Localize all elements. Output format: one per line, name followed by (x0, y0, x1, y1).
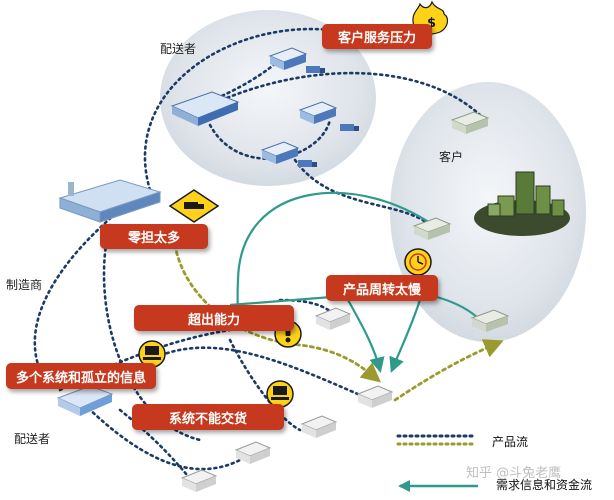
warehouse-icon (170, 91, 240, 126)
product-flow-olive-line (173, 243, 382, 383)
computer-icon (138, 340, 166, 368)
product-flow-line (143, 27, 332, 192)
truck-icon (340, 124, 359, 131)
product-flow-line (198, 71, 482, 117)
product-flow-line (33, 208, 122, 372)
product-flow-line (78, 398, 242, 471)
callout-system-cannot-deliver: 系统不能交货 (132, 404, 284, 430)
customer-city-icon (474, 171, 570, 236)
product-flow-line (293, 158, 432, 227)
callout-isolated-systems: 多个系统和孤立的信息 (6, 363, 156, 389)
legend-demand-flow-arrowhead (398, 480, 410, 492)
customer-warehouse-icon (412, 217, 452, 240)
watermark: 知乎 @斗兔老鹰 (466, 466, 562, 481)
callout-customer-service-pressure: 客户服务压力 (322, 24, 432, 49)
warehouse-icon (180, 469, 218, 492)
customer-warehouse-icon (470, 309, 510, 332)
warehouse-icon (268, 47, 308, 70)
legend-demand-flow-label: 需求信息和资金流 (496, 478, 593, 492)
demand-flow-line (347, 299, 385, 373)
warehouse-icon (298, 101, 338, 124)
legend-product-flow-label: 产品流 (492, 435, 529, 449)
callout-over-capacity: 超出能力 (134, 305, 294, 331)
manufacturer-plant-icon (58, 179, 162, 223)
distributor-top-label: 配送者 (160, 42, 197, 56)
product-flow-line (148, 346, 362, 397)
product-flow-line (228, 338, 302, 432)
callout-slow-turnover: 产品周转太慢 (326, 275, 438, 301)
svg-text:$: $ (427, 16, 436, 31)
warehouse-icon (234, 441, 272, 464)
demand-flow-line (389, 299, 422, 373)
clock-icon (404, 248, 432, 276)
manufacturer-label: 制造商 (6, 278, 43, 292)
distributor-bottom-label: 配送者 (14, 432, 51, 446)
warehouse-icon (260, 141, 300, 164)
truck-warning-icon (168, 189, 220, 223)
callout-too-many-parts: 零担太多 (100, 224, 208, 249)
warehouse-icon (314, 307, 352, 330)
warehouse-icon (300, 415, 338, 438)
truck-icon (298, 160, 317, 167)
product-flow-olive-line (393, 339, 504, 402)
truck-icon (306, 66, 325, 73)
customer-label: 客户 (439, 150, 464, 164)
warehouse-icon (56, 385, 114, 416)
customer-warehouse-icon (450, 111, 490, 134)
warehouse-icon (356, 385, 394, 408)
